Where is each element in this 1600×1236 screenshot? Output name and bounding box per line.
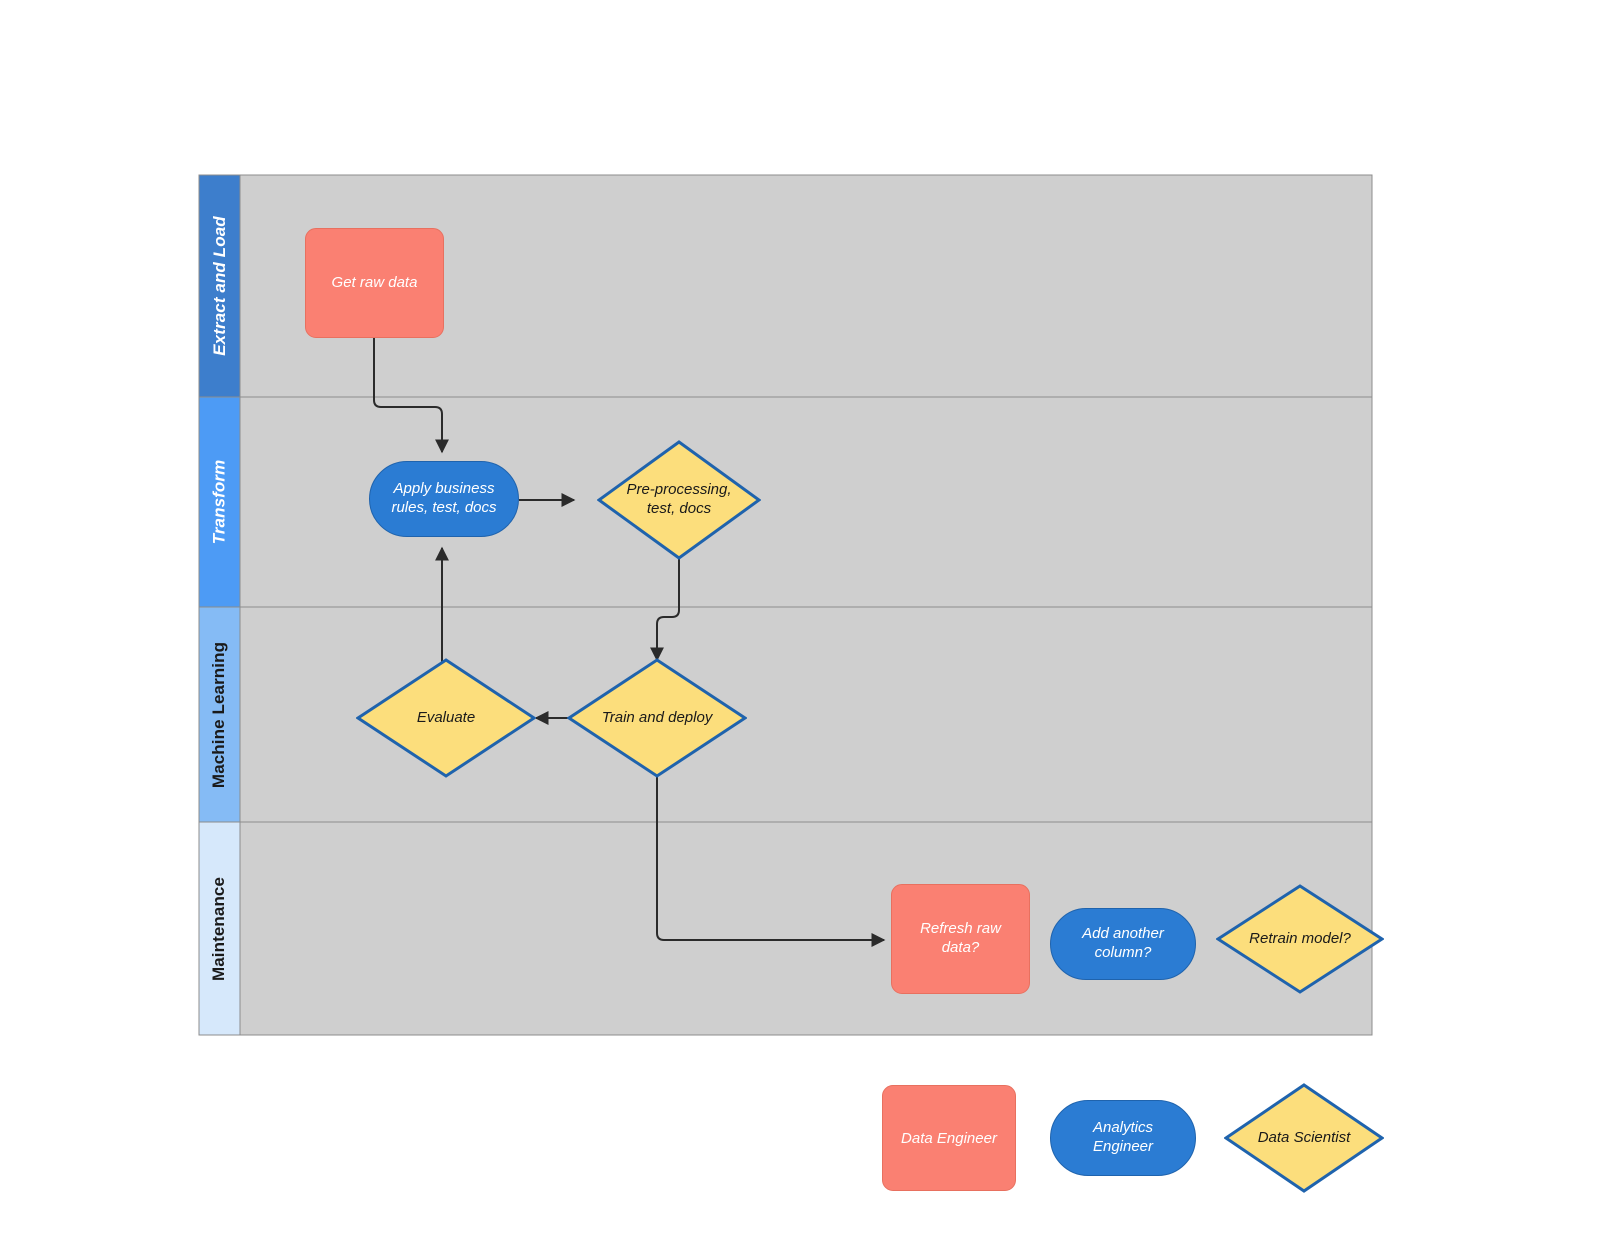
node-label-refresh-raw-data: Refresh raw data? xyxy=(920,920,1001,956)
legend-item-analytics-engineer[interactable]: Analytics Engineer xyxy=(1050,1100,1196,1176)
legend-label-data-engineer: Data Engineer xyxy=(901,1129,997,1147)
lane-header-cell-maintenance xyxy=(198,821,241,1036)
lane-header-cells xyxy=(198,174,241,1036)
node-add-another-column[interactable]: Add another column? xyxy=(1050,908,1196,980)
lane-header-cell-transform xyxy=(198,396,241,608)
node-label-add-another-column: Add another column? xyxy=(1082,925,1164,961)
lane-body-machine-learning xyxy=(239,606,1373,823)
lane-body-maintenance xyxy=(239,821,1373,1036)
edge-train-to-refresh xyxy=(656,776,886,947)
node-label-get-raw-data: Get raw data xyxy=(331,273,418,291)
lane-header-cell-extract-and-load xyxy=(198,174,241,398)
edge-get-raw-data-to-apply xyxy=(373,337,449,454)
lane-bodies xyxy=(239,174,1373,1036)
node-apply-business-rules[interactable]: Apply business rules, test, docs xyxy=(369,461,519,537)
lane-header-cell-machine-learning xyxy=(198,606,241,823)
legend-label-analytics-engineer: Analytics Engineer xyxy=(1092,1119,1154,1155)
legend-item-data-engineer[interactable]: Data Engineer xyxy=(882,1085,1016,1191)
connectors xyxy=(373,337,886,947)
node-label-apply-business-rules: Apply business rules, test, docs xyxy=(391,480,497,516)
edge-pre-to-train xyxy=(650,553,680,662)
node-refresh-raw-data[interactable]: Refresh raw data? xyxy=(891,884,1030,994)
node-get-raw-data[interactable]: Get raw data xyxy=(305,228,444,338)
